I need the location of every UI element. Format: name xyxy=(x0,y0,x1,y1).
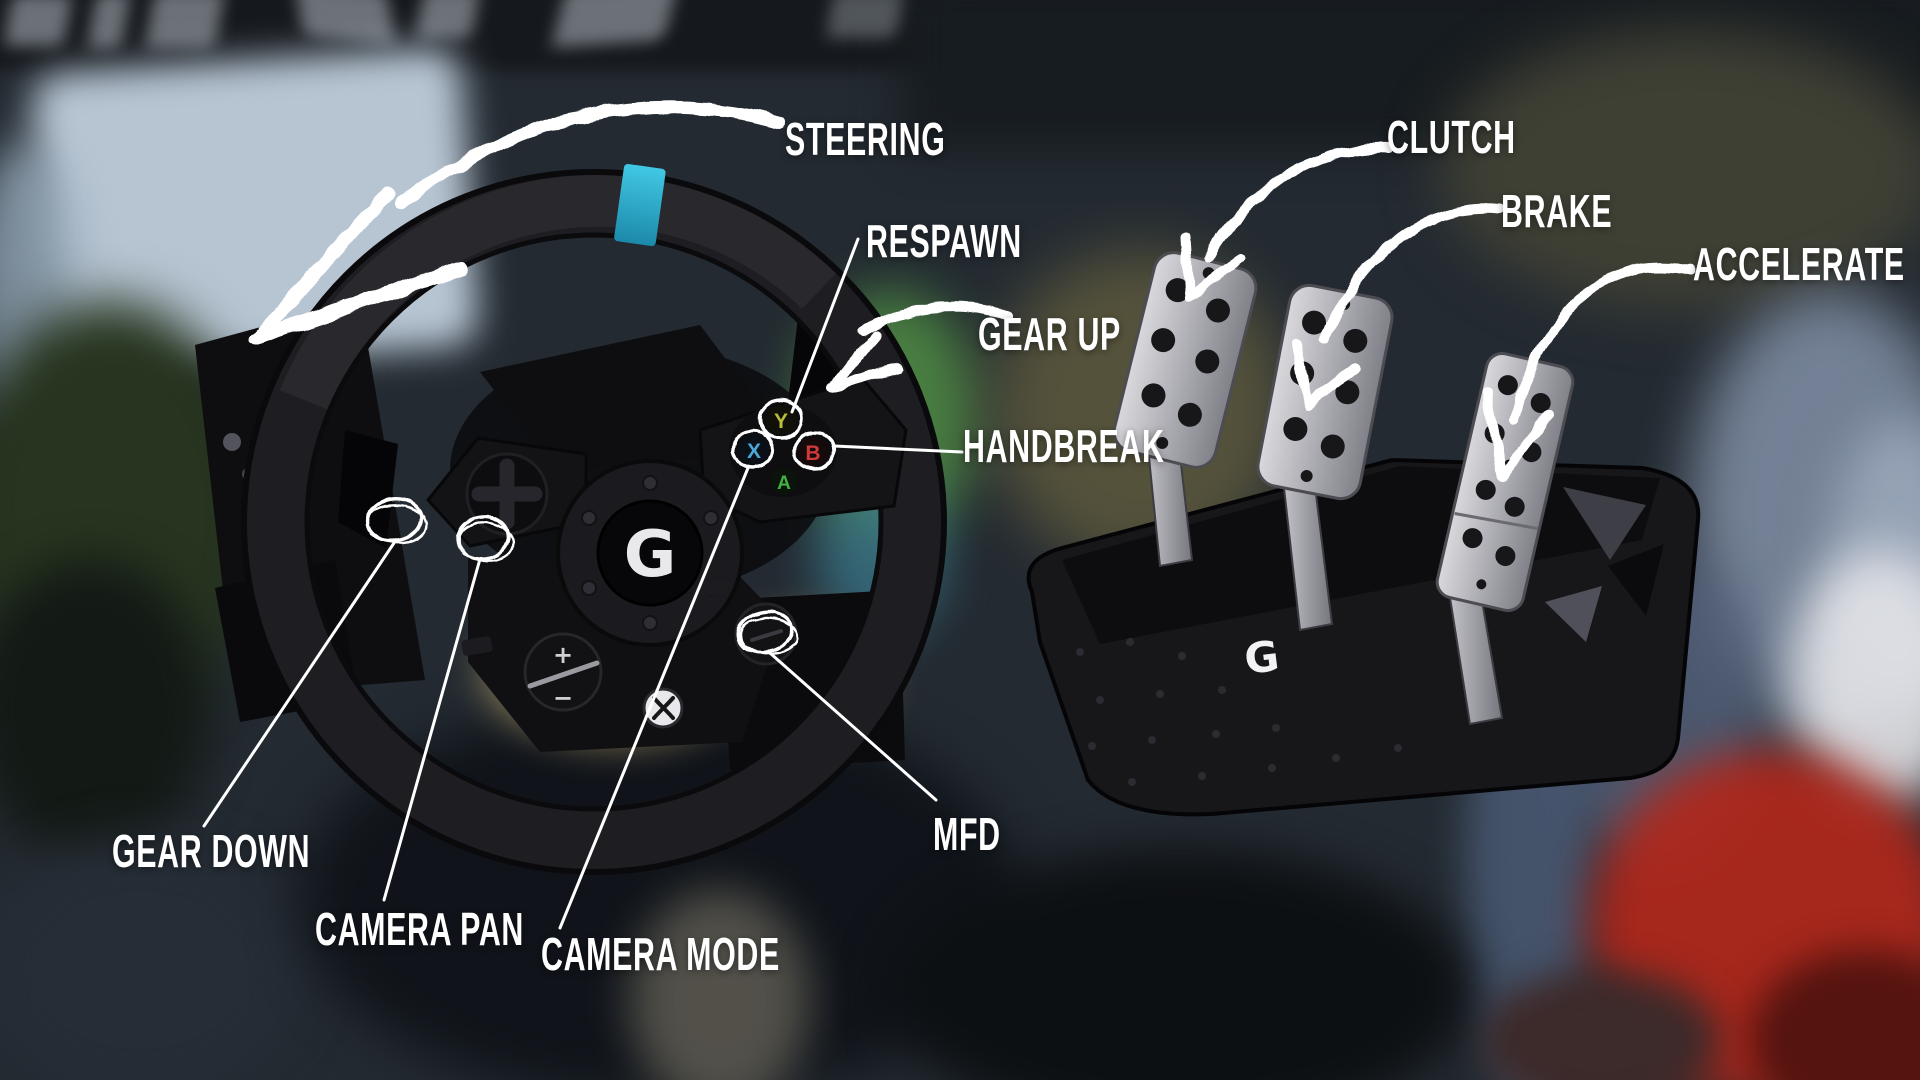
button-a xyxy=(771,469,797,495)
clamp-knob xyxy=(223,433,241,451)
label-gear-down: GEAR DOWN xyxy=(112,825,311,877)
gear-down-line xyxy=(202,541,396,828)
camera-mode-line xyxy=(558,466,750,930)
label-respawn: RESPAWN xyxy=(866,215,1022,267)
camera-mode-circle xyxy=(731,429,775,469)
seat-red-blur xyxy=(1480,970,1720,1080)
button-a-glyph: A xyxy=(777,473,791,494)
label-clutch: CLUTCH xyxy=(1387,111,1516,163)
label-camera-mode: CAMERA MODE xyxy=(541,928,780,980)
button-y-glyph: Y xyxy=(774,410,788,433)
dpad xyxy=(465,452,549,536)
plus-minus-dial: + − xyxy=(523,632,603,712)
respawn-line xyxy=(790,237,860,414)
label-brake: BRAKE xyxy=(1501,185,1613,237)
pedal-plate-slot xyxy=(1608,544,1664,616)
label-camera-pan: CAMERA PAN xyxy=(315,903,525,955)
aux-button xyxy=(461,636,493,656)
button-y xyxy=(766,405,796,435)
label-gear-up: GEAR UP xyxy=(978,308,1121,360)
camera-pan-circle-echo xyxy=(457,521,515,563)
accelerate-arrow xyxy=(1482,261,1695,481)
brake-arrow xyxy=(1292,203,1504,409)
handbreak-circle xyxy=(792,431,836,471)
label-mfd: MFD xyxy=(933,808,1001,860)
label-steering: STEERING xyxy=(785,113,946,165)
mfd-line xyxy=(768,651,938,802)
camera-pan-line xyxy=(382,557,482,902)
gear-up-arrow xyxy=(827,302,1013,392)
respawn-circle xyxy=(758,398,804,440)
pedal-plate-slot xyxy=(1545,586,1602,642)
annotations xyxy=(202,100,1695,930)
pedal-base-logo: G xyxy=(1242,631,1282,684)
aux-button xyxy=(699,578,729,597)
button-b xyxy=(798,437,828,467)
mfd-circle-echo xyxy=(739,616,799,656)
button-x-glyph: X xyxy=(747,440,761,463)
road-blur xyxy=(0,840,300,1080)
label-handbreak: HANDBREAK xyxy=(963,420,1165,472)
trees-blur xyxy=(0,560,210,860)
wheel-rim-outer-edge xyxy=(241,169,947,875)
gear-down-circle-echo xyxy=(366,503,428,545)
dial-minus-glyph: − xyxy=(553,684,573,712)
dial-plus-glyph: + xyxy=(553,641,573,669)
hub-logo: G xyxy=(624,518,677,592)
pedal-plate-slot xyxy=(1563,487,1646,560)
handbreak-line xyxy=(832,444,964,454)
clutch-arrow xyxy=(1181,142,1395,302)
upper-spoke-panel xyxy=(480,325,770,472)
callout-circles xyxy=(365,398,836,656)
button-b-glyph: B xyxy=(805,442,820,465)
steering-wheel: G Y X B A + − xyxy=(195,163,947,875)
center-stripe xyxy=(614,163,666,247)
brush-arrows xyxy=(250,100,1695,481)
dashboard-reflection xyxy=(630,890,810,1080)
button-x xyxy=(739,435,769,465)
wheel-rim-inner-edge xyxy=(304,232,884,812)
pedal-plate-dimples xyxy=(1076,638,1402,786)
steering-arrow xyxy=(250,100,785,345)
hub-center xyxy=(596,499,704,607)
seat-shadow-blur xyxy=(890,850,1470,1080)
label-accelerate: ACCELERATE xyxy=(1693,238,1905,290)
face-buttons: Y X B A xyxy=(729,405,837,497)
clutch-pedal xyxy=(1112,251,1258,469)
left-shift-paddle xyxy=(338,430,398,548)
pedal-unit: G xyxy=(1026,251,1701,817)
wheel-rim-highlight xyxy=(279,174,839,410)
callout-lines xyxy=(202,237,964,930)
